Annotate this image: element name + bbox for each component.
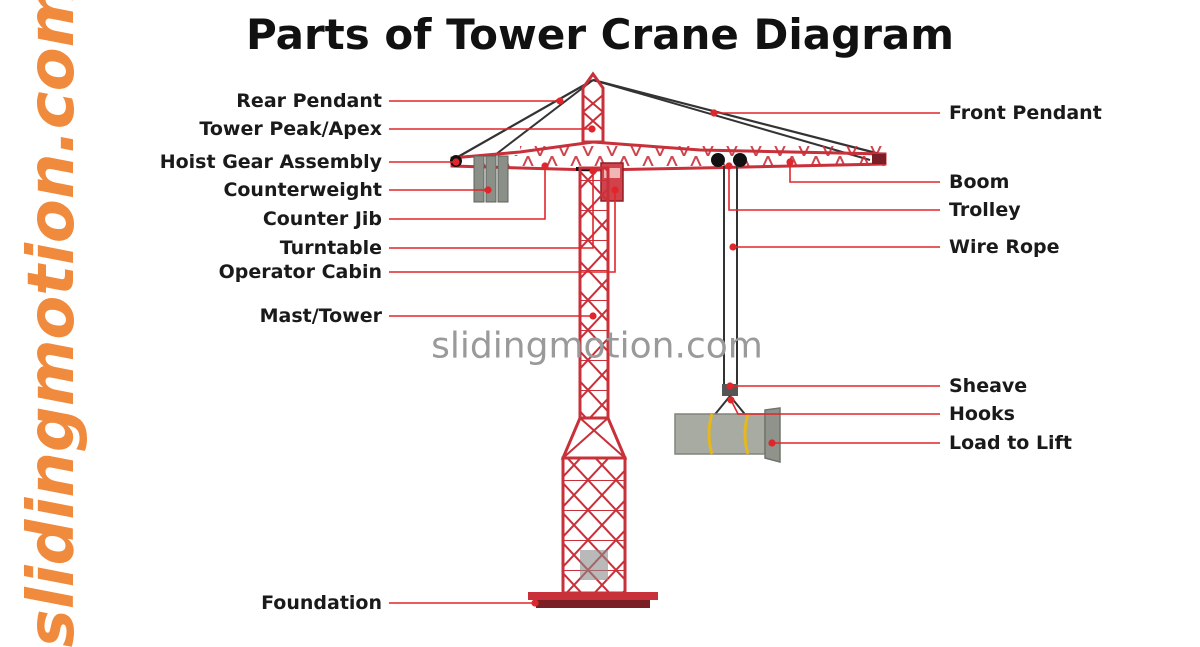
leader-dot-sheave (726, 382, 734, 390)
jib-structure (450, 140, 887, 172)
load-pipe (674, 407, 781, 463)
leader-dot-wire-rope (729, 243, 737, 251)
label-rear-pendant: Rear Pendant (236, 90, 382, 112)
label-trolley: Trolley (949, 199, 1021, 221)
leader-counter-jib (389, 166, 546, 220)
leader-trolley (728, 166, 940, 211)
leader-dot-load (768, 439, 776, 447)
center-watermark: slidingmotion.com (431, 325, 763, 367)
rear-pendant-rope-lower (494, 79, 594, 156)
jib-tip (872, 154, 886, 164)
front-pendant-rope-upper (592, 78, 881, 156)
sheave-block (722, 384, 738, 396)
leader-dot-foundation (531, 599, 539, 607)
leader-turntable (389, 171, 594, 249)
label-hoist-gear: Hoist Gear Assembly (159, 151, 382, 173)
counterweight-blocks (473, 155, 509, 203)
label-turntable: Turntable (279, 237, 382, 259)
leader-dot-boom (786, 158, 794, 166)
leader-dot-tower-peak (588, 125, 596, 133)
crane-illustration (389, 71, 940, 608)
tower-peak (581, 71, 605, 144)
leader-dot-operator-cabin (611, 186, 619, 194)
leader-dot-hooks (727, 396, 735, 404)
label-operator-cabin: Operator Cabin (218, 261, 382, 283)
hoist-line (711, 166, 749, 419)
rear-pendant-rope-upper (455, 79, 594, 159)
leader-dot-counterweight (484, 186, 492, 194)
leader-hooks (730, 399, 940, 415)
label-front-pendant: Front Pendant (949, 102, 1102, 124)
page-title: Parts of Tower Crane Diagram (245, 10, 955, 59)
label-wire-rope: Wire Rope (949, 236, 1060, 258)
leader-lines (389, 97, 940, 607)
leader-dot-rear-pendant (556, 97, 564, 105)
diagram-canvas: Parts of Tower Crane Diagram slidingmoti… (15, 0, 1102, 647)
leader-boom (789, 162, 940, 183)
leader-operator-cabin (389, 190, 616, 273)
label-foundation: Foundation (261, 592, 382, 614)
label-mast: Mast/Tower (259, 305, 382, 327)
leader-dot-counter-jib (541, 162, 549, 170)
leader-dot-turntable (589, 167, 597, 175)
label-tower-peak: Tower Peak/Apex (199, 118, 382, 140)
label-load: Load to Lift (949, 432, 1072, 454)
label-counterweight: Counterweight (223, 179, 382, 201)
label-hooks: Hooks (949, 403, 1015, 425)
leader-dot-trolley (725, 162, 733, 170)
label-counter-jib: Counter Jib (262, 208, 382, 230)
label-sheave: Sheave (949, 375, 1028, 397)
jib-lattice (520, 146, 885, 166)
leader-dot-mast (589, 312, 597, 320)
foundation-base (528, 592, 658, 608)
trolley-wheel-right (733, 153, 747, 167)
pendant-ropes (455, 78, 881, 161)
label-boom: Boom (949, 171, 1010, 193)
trolley-wheel-left (711, 153, 725, 167)
leader-dot-hoist-gear (452, 158, 460, 166)
leader-dot-front-pendant (710, 109, 718, 117)
